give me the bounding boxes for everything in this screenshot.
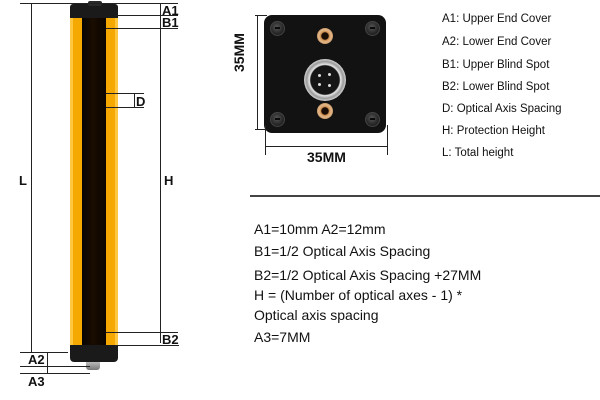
dim-line-end-bottom xyxy=(255,129,267,130)
formula-h-line2: Optical axis spacing xyxy=(254,307,379,323)
formula-a3: A3=7MM xyxy=(254,329,311,345)
dim-line-end-height xyxy=(257,15,258,130)
dim-line-end-top xyxy=(255,15,267,16)
dim-line-a2-top xyxy=(20,352,68,353)
dim-line-end-width xyxy=(265,146,388,147)
screw-icon xyxy=(270,21,285,36)
brass-insert-top xyxy=(317,28,333,44)
housing-edge-left xyxy=(70,17,73,347)
screw-icon xyxy=(365,112,380,127)
connector-plug xyxy=(86,362,100,370)
dim-line-a2-vertical xyxy=(47,352,48,374)
label-h: H xyxy=(164,173,174,188)
dim-line-top xyxy=(20,3,178,4)
legend-item-l: L: Total height xyxy=(442,147,514,159)
screw-icon xyxy=(270,112,285,127)
label-b1: B1 xyxy=(162,15,179,30)
dim-line-end-left xyxy=(265,125,266,155)
legend-item-d: D: Optical Axis Spacing xyxy=(442,103,562,115)
dim-line-h-vertical xyxy=(160,3,161,343)
dim-line-a3-bottom xyxy=(20,373,90,374)
housing-edge-right xyxy=(115,17,118,347)
legend-item-a1: A1: Upper End Cover xyxy=(442,13,552,25)
dim-line-a2-bottom xyxy=(20,366,90,367)
dim-line-d-bottom xyxy=(106,107,144,108)
dim-line-b1 xyxy=(106,28,178,29)
dim-line-a1 xyxy=(116,15,178,16)
dim-line-d-vertical xyxy=(134,93,135,108)
label-d: D xyxy=(136,94,146,109)
section-divider xyxy=(250,195,600,197)
legend-item-a2: A2: Lower End Cover xyxy=(442,36,552,48)
label-end-height: 35MM xyxy=(231,33,247,72)
dim-line-l-vertical xyxy=(31,3,32,353)
upper-end-cover xyxy=(70,4,118,18)
formula-b1: B1=1/2 Optical Axis Spacing xyxy=(254,243,431,259)
label-end-width: 35MM xyxy=(307,149,346,165)
dim-line-b2-top xyxy=(106,332,178,333)
brass-insert-bottom xyxy=(317,103,333,119)
label-a3: A3 xyxy=(28,374,45,389)
m12-connector-icon xyxy=(304,59,346,101)
legend-item-h: H: Protection Height xyxy=(442,125,545,137)
label-b2: B2 xyxy=(162,332,179,347)
formula-h-line1: H = (Number of optical axes - 1) * xyxy=(254,287,463,303)
formula-a1-a2: A1=10mm A2=12mm xyxy=(254,221,386,237)
label-l: L xyxy=(19,173,27,188)
label-a1: A1 xyxy=(162,3,179,18)
label-a2: A2 xyxy=(28,352,45,367)
dim-line-end-right xyxy=(387,125,388,155)
formula-b2: B2=1/2 Optical Axis Spacing +27MM xyxy=(254,267,482,283)
optical-window xyxy=(82,17,106,347)
legend-item-b1: B1: Upper Blind Spot xyxy=(442,59,550,71)
dim-line-d-top xyxy=(106,93,144,94)
screw-icon xyxy=(365,21,380,36)
dim-line-b2-bottom xyxy=(117,345,179,346)
legend-item-b2: B2: Lower Blind Spot xyxy=(442,81,550,93)
lower-end-cover xyxy=(70,345,118,362)
end-cap-face xyxy=(264,15,386,133)
